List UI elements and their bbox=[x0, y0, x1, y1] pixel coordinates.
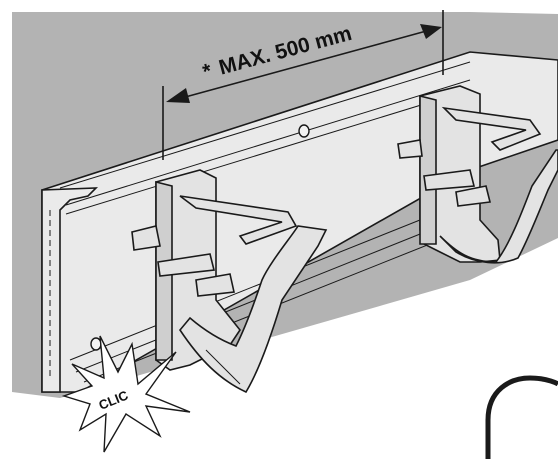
clic-burst: CLIC bbox=[61, 335, 191, 453]
clic-starburst-shape bbox=[61, 335, 191, 453]
arrow-left-icon bbox=[166, 88, 190, 103]
screw-hole bbox=[90, 337, 102, 351]
gutter-pipe-outline bbox=[485, 375, 558, 459]
gutter-clip-right bbox=[397, 85, 558, 264]
arrow-right-icon bbox=[420, 24, 442, 39]
gutter-clip-left bbox=[131, 169, 328, 394]
screw-hole bbox=[298, 124, 310, 138]
